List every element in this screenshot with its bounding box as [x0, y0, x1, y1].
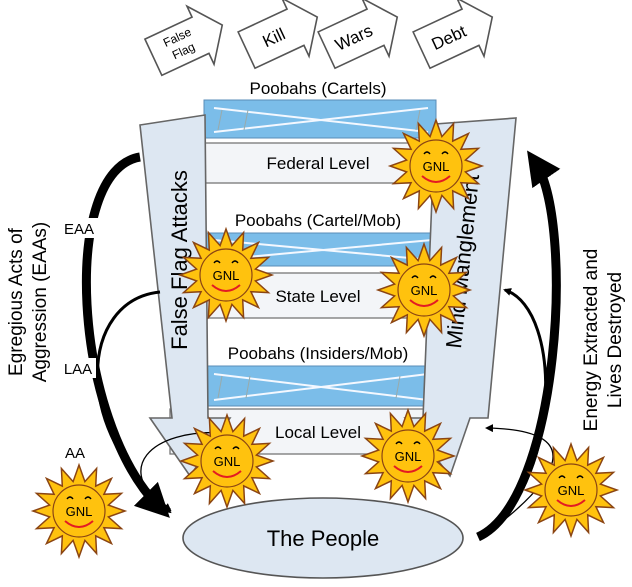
aa-label: AA — [65, 445, 85, 462]
state-extraction-arrow — [479, 288, 547, 539]
gnl-sun-state-left: GNL — [177, 226, 275, 324]
right-column — [403, 117, 517, 478]
false-flag-arrow: False Flag — [143, 4, 224, 77]
the-people-label: The People — [267, 526, 380, 551]
gnl-sun-local-left: GNL — [178, 412, 276, 510]
gnl-sun-federal: GNL — [387, 117, 485, 215]
sun-label: GNL — [558, 483, 585, 498]
federal-extraction-arrow — [475, 150, 561, 542]
egregious-acts-line1: Egregious Acts of — [6, 227, 27, 376]
kill-arrow: Kill — [237, 0, 319, 70]
poobahs-insiders-mob-label: Poobahs (Insiders/Mob) — [228, 344, 408, 363]
top-arrows: False Flag Kill Wars Debt — [143, 0, 494, 77]
gnl-suns: GNL GNL GNL GNL GNL GNL GNL — [30, 117, 620, 560]
laa-arrow — [96, 290, 172, 512]
poobahs-cartels-label: Poobahs (Cartels) — [249, 79, 386, 98]
energy-extracted-line1: Energy Extracted and — [581, 249, 602, 432]
extraction-arrows — [475, 150, 561, 542]
sun-label: GNL — [214, 454, 241, 469]
gnl-sun-state-right: GNL — [375, 241, 473, 339]
sun-label: GNL — [423, 159, 450, 174]
gnl-sun-left-bottom: GNL — [30, 462, 128, 560]
poobahs-cartel-mob-label: Poobahs (Cartel/Mob) — [235, 211, 401, 230]
local-extraction-arrow — [481, 424, 554, 538]
local-level-label: Local Level — [275, 423, 361, 442]
federal-level-label: Federal Level — [266, 154, 369, 173]
wars-arrow: Wars — [317, 0, 399, 70]
eaa-label: EAA — [64, 221, 94, 238]
gnl-sun-local-right: GNL — [359, 407, 457, 505]
sun-label: GNL — [395, 449, 422, 464]
debt-arrow: Debt — [412, 0, 494, 70]
egregious-acts-line2: Aggression (EAAs) — [30, 222, 51, 383]
the-people-ellipse — [182, 497, 464, 579]
energy-extracted-line2: Lives Destroyed — [605, 272, 626, 408]
state-level-label: State Level — [275, 287, 360, 306]
sun-label: GNL — [213, 268, 240, 283]
sun-label: GNL — [411, 283, 438, 298]
laa-label: LAA — [64, 361, 92, 378]
sun-label: GNL — [66, 504, 93, 519]
gnl-sun-right-bottom: GNL — [522, 441, 620, 539]
